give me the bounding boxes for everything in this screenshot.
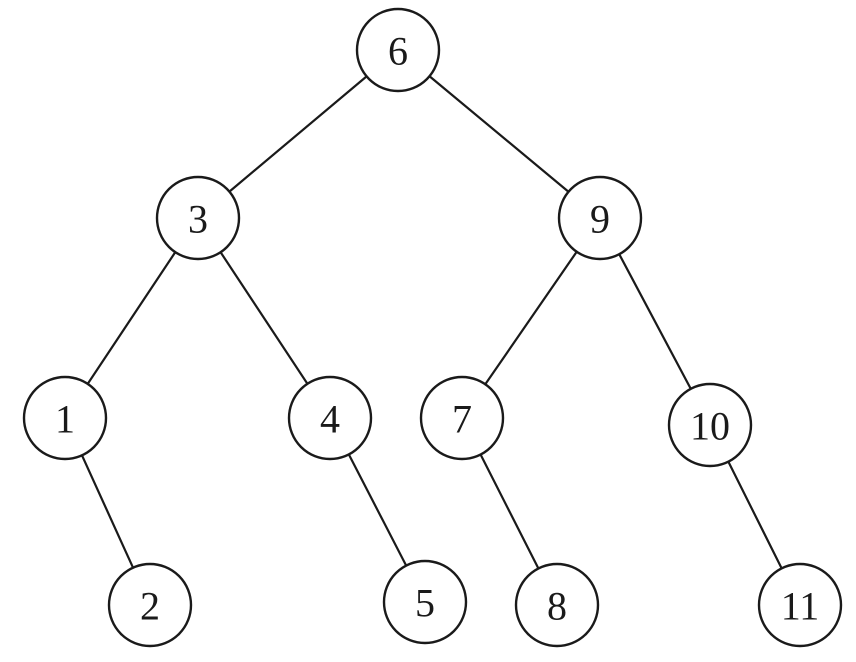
node-label: 2	[140, 584, 160, 629]
tree-node-3: 3	[155, 175, 241, 261]
tree-node-2: 2	[107, 562, 193, 648]
tree-node-10: 10	[667, 382, 753, 468]
node-label: 3	[188, 197, 208, 242]
node-circle	[155, 175, 241, 261]
edge-1-2	[80, 454, 135, 569]
node-circle	[757, 562, 843, 648]
node-label: 1	[55, 397, 75, 442]
node-label: 8	[547, 584, 567, 629]
edge-4-5	[347, 453, 408, 567]
node-circle	[107, 562, 193, 648]
edge-7-8	[479, 453, 540, 570]
node-circle	[22, 375, 108, 461]
edge-9-7	[484, 250, 578, 386]
node-circle	[514, 562, 600, 648]
edge-10-11	[727, 460, 783, 570]
edge-6-9	[428, 75, 570, 193]
node-circle	[355, 7, 441, 93]
node-circle	[557, 175, 643, 261]
node-circle	[287, 375, 373, 461]
tree-nodes: 6 3 9 1 4 7 10 2 5 8 11	[22, 7, 843, 648]
tree-node-6: 6	[355, 7, 441, 93]
edge-9-10	[618, 253, 692, 390]
node-circle	[419, 375, 505, 461]
node-label: 5	[415, 581, 435, 626]
node-label: 11	[781, 584, 820, 629]
node-label: 9	[590, 197, 610, 242]
tree-node-8: 8	[514, 562, 600, 648]
node-label: 10	[690, 404, 730, 449]
edge-3-4	[219, 251, 309, 385]
node-label: 4	[320, 397, 340, 442]
tree-edges	[80, 75, 783, 570]
node-label: 6	[388, 29, 408, 74]
node-label: 7	[452, 397, 472, 442]
tree-node-11: 11	[757, 562, 843, 648]
tree-node-5: 5	[382, 559, 468, 645]
edge-6-3	[228, 75, 368, 193]
tree-node-9: 9	[557, 175, 643, 261]
node-circle	[382, 559, 468, 645]
edge-3-1	[86, 251, 177, 385]
tree-node-4: 4	[287, 375, 373, 461]
node-circle	[667, 382, 753, 468]
tree-node-7: 7	[419, 375, 505, 461]
tree-node-1: 1	[22, 375, 108, 461]
